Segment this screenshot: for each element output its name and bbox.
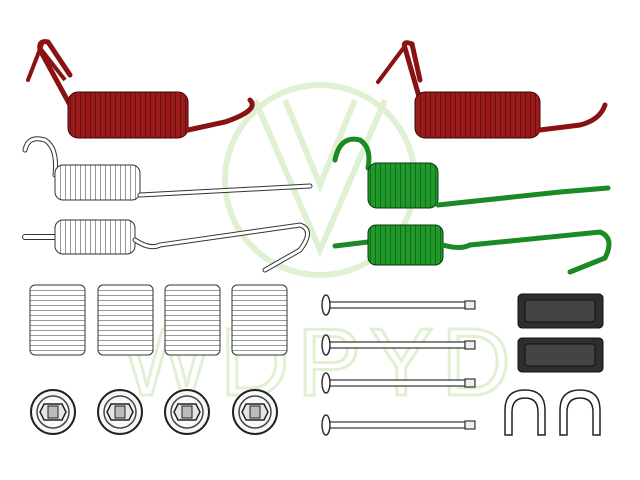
hold-down-spring bbox=[231, 284, 288, 356]
adjuster-pads bbox=[517, 293, 604, 373]
adjuster-pad bbox=[517, 293, 604, 329]
red-return-spring-left bbox=[26, 39, 255, 139]
hold-down-pin bbox=[321, 334, 476, 356]
retainer-cup bbox=[97, 389, 143, 435]
retainer-cup bbox=[232, 389, 278, 435]
clip bbox=[559, 389, 601, 436]
hold-down-spring bbox=[97, 284, 154, 356]
clips bbox=[504, 389, 601, 436]
clip bbox=[504, 389, 546, 436]
hold-down-pin bbox=[321, 372, 476, 394]
hold-down-pin bbox=[321, 414, 476, 436]
retainer-cup bbox=[164, 389, 210, 435]
white-return-spring-top bbox=[22, 136, 313, 201]
hold-down-pin bbox=[321, 294, 476, 316]
red-return-spring-right bbox=[376, 40, 608, 139]
green-return-spring-bottom bbox=[332, 224, 612, 275]
white-return-spring-bottom bbox=[22, 219, 310, 273]
adjuster-pad bbox=[517, 337, 604, 373]
retainer-cup bbox=[30, 389, 76, 435]
hold-down-spring bbox=[164, 284, 221, 356]
green-return-spring-top bbox=[332, 136, 611, 209]
retainer-cups bbox=[30, 389, 278, 435]
hold-down-springs bbox=[29, 284, 288, 356]
hold-down-spring bbox=[29, 284, 86, 356]
hold-down-pins bbox=[321, 294, 476, 436]
